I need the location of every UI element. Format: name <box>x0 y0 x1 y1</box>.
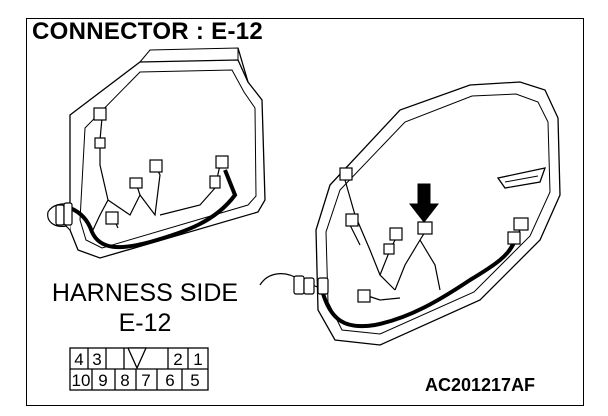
pin-5: 5 <box>190 371 199 390</box>
left-door <box>69 47 266 259</box>
pin-6: 6 <box>165 371 174 390</box>
pointer-arrow-icon <box>408 183 440 223</box>
diagram-frame <box>26 18 584 406</box>
pin-10: 10 <box>72 371 91 390</box>
right-grommet <box>259 273 329 295</box>
pin-8: 8 <box>120 371 129 390</box>
left-door-connectors <box>93 107 229 225</box>
connector-pin-labels: 4 3 2 1 10 9 8 7 6 5 <box>72 350 203 390</box>
pin-4: 4 <box>74 350 83 369</box>
left-grommet <box>47 202 73 231</box>
pin-1: 1 <box>193 350 202 369</box>
connector-face <box>69 347 209 391</box>
connector-id-label: E-12 <box>118 309 172 337</box>
pin-2: 2 <box>173 350 182 369</box>
harness-side-caption: HARNESS SIDE E-12 <box>50 278 240 338</box>
pin-7: 7 <box>141 371 150 390</box>
pin-9: 9 <box>98 371 107 390</box>
harness-side-label: HARNESS SIDE <box>51 279 239 307</box>
page-title: CONNECTOR : E-12 <box>32 18 264 45</box>
figure-code: AC201217AF <box>425 375 536 395</box>
right-door-connectors <box>339 167 529 303</box>
connector-e12-target <box>417 221 433 235</box>
pin-3: 3 <box>92 350 101 369</box>
